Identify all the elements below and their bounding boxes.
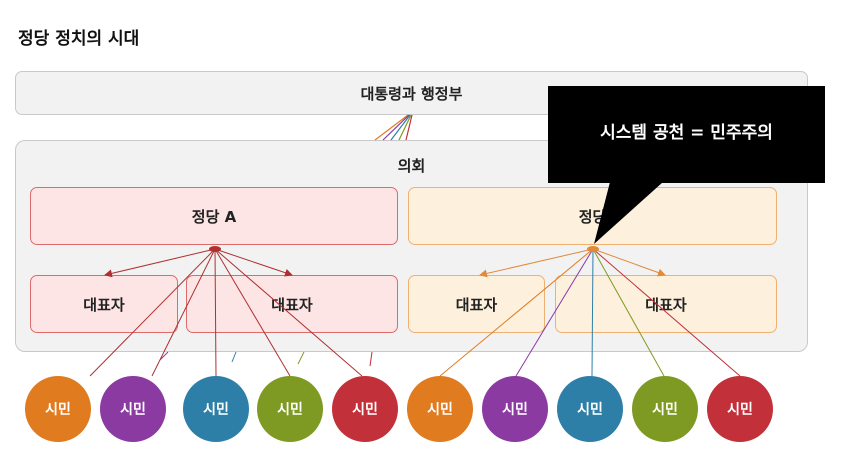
assembly-label: 의회 <box>397 157 426 175</box>
callout-box <box>548 86 825 183</box>
callout-pointer <box>594 182 663 244</box>
representative-label: 대표자 <box>455 295 498 314</box>
party-a-label: 정당 A <box>191 207 237 226</box>
citizen-node: 시민 <box>100 376 166 442</box>
party-b-links <box>439 246 741 377</box>
citizen-label: 시민 <box>727 402 753 418</box>
citizen-label: 시민 <box>277 402 303 418</box>
citizen-label: 시민 <box>45 402 71 418</box>
citizen-node: 시민 <box>482 376 548 442</box>
party-a-links <box>89 246 363 377</box>
representative-label: 대표자 <box>271 295 313 314</box>
citizen-node: 시민 <box>183 376 249 442</box>
citizen-node: 시민 <box>257 376 323 442</box>
citizen-stubs <box>159 351 373 367</box>
citizen-label: 시민 <box>427 402 453 418</box>
citizen-label: 시민 <box>502 402 528 418</box>
president-label: 대통령과 행정부 <box>360 84 463 103</box>
lines-to-president <box>374 114 413 141</box>
citizen-node: 시민 <box>707 376 773 442</box>
page-title: 정당 정치의 시대 <box>18 29 140 49</box>
party-b-label: 정당 <box>578 207 607 226</box>
citizen-node: 시민 <box>407 376 473 442</box>
callout-bubble: 시스템 공천 = 민주주의 <box>548 86 825 244</box>
representative-label: 대표자 <box>83 295 125 314</box>
representative-a1: 대표자 <box>30 275 178 333</box>
citizen-node: 시민 <box>25 376 91 442</box>
callout-text: 시스템 공천 = 민주주의 <box>600 123 773 143</box>
party-a-box: 정당 A <box>30 187 398 245</box>
citizen-node: 시민 <box>632 376 698 442</box>
citizen-label: 시민 <box>120 402 146 418</box>
representative-b1: 대표자 <box>408 275 545 333</box>
party-b-box: 정당 <box>408 187 777 245</box>
citizen-node: 시민 <box>557 376 623 442</box>
citizen-label: 시민 <box>577 402 603 418</box>
citizen-node: 시민 <box>332 376 398 442</box>
representative-label: 대표자 <box>645 295 687 314</box>
citizen-label: 시민 <box>203 402 229 418</box>
citizen-label: 시민 <box>652 402 678 418</box>
citizen-label: 시민 <box>352 402 378 418</box>
